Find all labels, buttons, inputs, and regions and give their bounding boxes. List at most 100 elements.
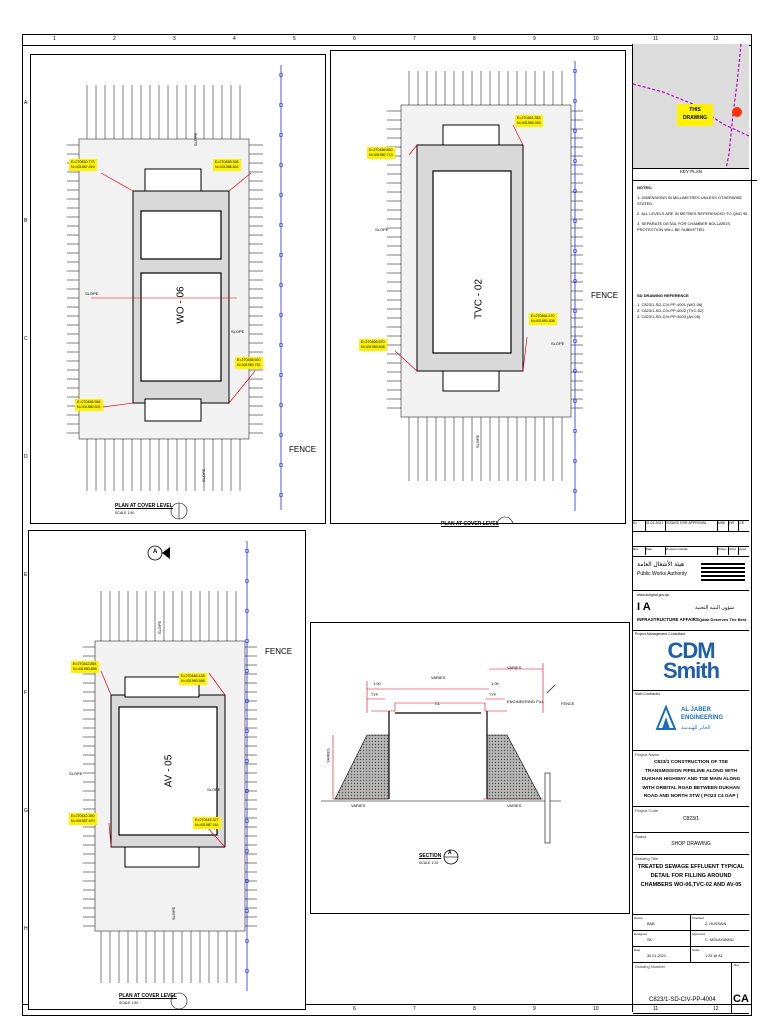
chamber-bottom-collar — [124, 846, 200, 868]
coordinate-tag: E=270446.438 N=431990.568 — [179, 673, 207, 685]
plan-av05-panel: A AV - 05 SLOPE SLOPE SLOPE SLOPE FENCE … — [28, 530, 306, 1010]
centerline-label: CL — [435, 701, 441, 706]
approved-by: C. MOLAYANNIJ — [705, 938, 734, 942]
section-marker-letter: A — [448, 850, 452, 856]
slope-label: SLOPE — [157, 620, 163, 635]
rev-value: CA — [733, 993, 749, 1005]
key-plan-map — [633, 44, 749, 174]
project-code-block: Project Code C823/1 — [633, 806, 749, 833]
cdm-logo-line-2: Smith — [662, 658, 720, 683]
grid-column-number: 10 — [593, 36, 599, 42]
aljaber-arabic-name: الجابر للهندسة — [681, 725, 711, 731]
status-label: Status — [635, 834, 647, 839]
slope-label: SLOPE — [193, 132, 199, 147]
grid-column-number: 11 — [653, 36, 659, 42]
contractor-label: Main Contractor — [635, 692, 660, 696]
approved-cell: Approved C. MOLAYANNIJ — [691, 931, 749, 947]
grid-column-number: 7 — [413, 1006, 416, 1012]
reference-item: 2. C823/1-SD-CIV-PP-4002 (TVC-02) — [637, 308, 704, 313]
chamber-cell-1 — [140, 210, 222, 260]
fence-label: FENCE — [591, 291, 619, 300]
revision-header-cell: Appd — [739, 547, 747, 551]
date-cell: Date 30.01.2021 — [633, 947, 691, 963]
grid-row-letter: B — [24, 218, 28, 224]
grid-column-number: 1 — [53, 36, 56, 42]
revision-header: Rev Date Revision Details Drawn Chkd App… — [633, 547, 749, 555]
dimension-value: 1.00 — [491, 681, 499, 686]
notes-block: NOTES: 1. DIMENSIONS IN MILLIMETRES UNLE… — [633, 180, 757, 569]
note-item: 2. ALL LEVELS ARE IN METRES REFERENCED T… — [637, 211, 749, 216]
date-label: Date — [634, 948, 641, 952]
chamber-label: TVC - 02 — [473, 278, 485, 320]
dimension-varies: VARIES — [431, 675, 446, 680]
revision-header-cell: Drawn — [718, 547, 729, 555]
aljaber-name-2: ENGINEERING — [681, 715, 724, 721]
consultant-label: Project Management Consultant — [635, 632, 685, 636]
slope-label: SLOPE — [375, 227, 389, 232]
reference-item: 1. C823/1-SD-CIV-PP-4001 (WO-06) — [637, 302, 703, 307]
coordinate-tag: E=270458.396 N=431986.802 — [213, 159, 241, 171]
section-marker-letter: A — [153, 549, 158, 555]
checked-by: Z. HUSSAIN — [705, 922, 727, 926]
revision-table: 01 31.01.2021 ISSUED FOR APPROVAL MSK IH… — [633, 520, 749, 555]
revision-header-cell: Rev — [633, 547, 646, 555]
scale-label: Scale — [692, 948, 700, 952]
grid-column-number: 9 — [533, 36, 536, 42]
plan-tvc02-panel: TVC - 02 SLOPE SLOPE SLOPE FENCE E=27046… — [330, 50, 626, 527]
client-logo-pwa: هيئة الأشغال العامة Public Works Authori… — [633, 556, 749, 591]
chamber-top-collar — [442, 124, 500, 146]
grid-row-letter: F — [24, 690, 28, 696]
grid-column-number: 6 — [353, 36, 356, 42]
contractor-block: Main Contractor AL JABER ENGINEERING الج… — [633, 690, 749, 751]
status-value: SHOP DRAWING — [671, 841, 711, 847]
drawn-by: BAB — [647, 922, 655, 926]
plan-title: PLAN AT COVER LEVEL — [115, 503, 173, 509]
grid-row-letter: D — [24, 454, 28, 460]
plan-scale: SCALE 1:50 — [119, 1001, 139, 1005]
signoff-table: Drawn BAB Checked Z. HUSSAIN Designed SK… — [633, 914, 749, 963]
coordinate-tag: E=270461.353 N=431993.393 — [515, 115, 543, 127]
revision-cell: Rev CA — [731, 963, 750, 1013]
date-value: 30.01.2021 — [647, 954, 667, 958]
chamber-top-collar — [144, 168, 202, 192]
ashghal-url: www.ashghal.gov.qa — [637, 593, 669, 597]
plan-wo06-drawing — [67, 65, 284, 520]
typical-note: TYP. — [489, 693, 497, 697]
grid-column-number: 6 — [353, 1006, 356, 1012]
note-item: 3. SEPARATE DETAIL FOR CHAMBER BOLLARDS … — [637, 221, 730, 232]
left-fill-slope — [334, 734, 390, 800]
grid-column-number: 10 — [593, 1006, 599, 1012]
cdm-logo-line-1: CDM — [667, 638, 715, 663]
consultant-block: Project Management Consultant CDM Smith — [633, 630, 749, 691]
key-plan-label: KEY PLAN — [633, 168, 749, 174]
note-item: 1. DIMENSIONS IN MILLIMETRES UNLESS OTHE… — [637, 195, 743, 206]
section-aa-panel: VARIES VARIES 1.00 1.00 TYP. TYP. CL ENG… — [310, 622, 630, 914]
grid-column-number: 9 — [533, 1006, 536, 1012]
project-name: C823/1 CONSTRUCTION OF TSE TRANSMISSION … — [641, 760, 741, 799]
designed-by: SK — [647, 938, 653, 942]
ia-logo-text: I A — [637, 601, 651, 613]
drawing-title-block: Drawing Title TREATED SEWAGE EFFLUENT TY… — [633, 854, 749, 915]
chamber-label: WO - 06 — [175, 286, 187, 324]
drawn-label: Drawn — [634, 916, 643, 920]
coordinate-tag: E=270456.890 N=431992.713 — [367, 147, 395, 159]
pwa-logo-mark — [701, 561, 745, 581]
drawing-number-label: Drawing Number — [635, 964, 666, 969]
coordinate-tag: E=270464.470 N=431993.508 — [529, 313, 557, 325]
revision-cell: ISSUED FOR APPROVAL — [666, 521, 718, 531]
grid-row-letter: E — [24, 572, 28, 578]
client-logo-ia: www.ashghal.gov.qa I A INFRASTRUCTURE AF… — [633, 590, 749, 629]
ia-arabic-name: شؤون البنية التحتية — [695, 605, 735, 611]
revision-cell: 31.01.2021 — [646, 521, 667, 531]
pwa-english-name: Public Works Authority — [637, 571, 687, 577]
chamber-cell — [118, 706, 218, 836]
revision-row: 01 31.01.2021 ISSUED FOR APPROVAL MSK IH… — [633, 521, 749, 532]
grid-column-number: 4 — [233, 36, 236, 42]
plan-scale: SCALE 1:50 — [115, 511, 135, 515]
checked-label: Checked — [692, 916, 704, 920]
plan-title: PLAN AT COVER LEVEL — [119, 993, 177, 999]
drawing-title: TREATED SEWAGE EFFLUENT TYPICAL DETAIL F… — [637, 864, 745, 888]
grid-column-number: 8 — [473, 1006, 476, 1012]
grid-column-number: 3 — [173, 36, 176, 42]
grid-row-letter: A — [24, 100, 28, 106]
